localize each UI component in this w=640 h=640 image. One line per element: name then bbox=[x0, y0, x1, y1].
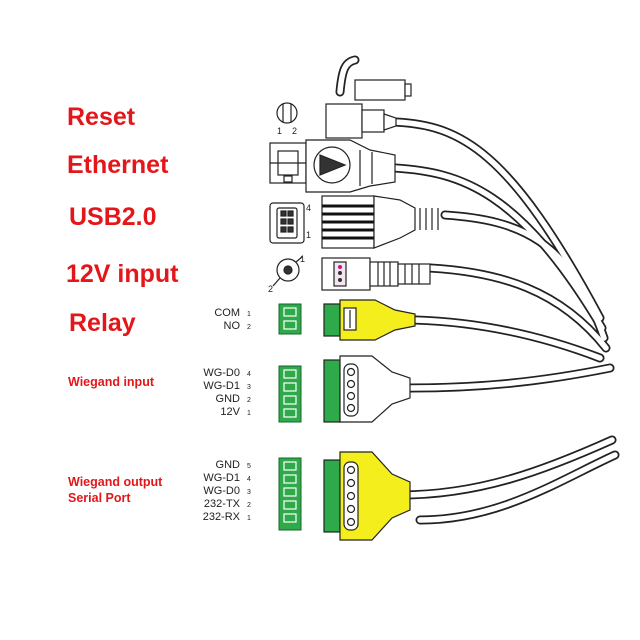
wiegand-out-pin-num: 4 bbox=[247, 476, 251, 483]
power-pin-2: 2 bbox=[268, 284, 274, 294]
wiegand-in-pin-name: 12V bbox=[220, 406, 240, 418]
reset-label: Reset bbox=[67, 103, 136, 131]
wiegand-out-pin-num: 5 bbox=[247, 463, 251, 470]
wiegand-out-yellow-connector-icon bbox=[323, 451, 411, 541]
relay-cable bbox=[410, 315, 605, 363]
power-label: 12V input bbox=[66, 260, 179, 288]
usb-plug-icon bbox=[321, 195, 439, 249]
power-pin-1: 1 bbox=[300, 254, 306, 264]
wiegand-out-pin-num: 1 bbox=[247, 515, 251, 522]
wiegand-in-pin-name: WG-D1 bbox=[203, 380, 240, 392]
wiegand-out-terminal-block-icon bbox=[278, 457, 302, 531]
wiegand-in-pin-num: 3 bbox=[247, 384, 251, 391]
relay-pin-name: COM bbox=[214, 307, 240, 319]
relay-pin-num: 2 bbox=[247, 324, 251, 331]
reset-pin-2: 2 bbox=[292, 126, 298, 136]
dc-jack-icon bbox=[272, 256, 303, 287]
ethernet-label: Ethernet bbox=[67, 151, 169, 179]
wiegand-input-label: Wiegand input bbox=[68, 375, 154, 389]
relay-label: Relay bbox=[69, 309, 136, 337]
wiegand-in-pin-name: GND bbox=[215, 393, 240, 405]
relay-terminal-block-icon bbox=[278, 303, 302, 335]
wiegand-in-connector-icon bbox=[323, 355, 411, 423]
cables bbox=[335, 55, 620, 525]
usb-pin-4: 4 bbox=[306, 203, 312, 213]
wiegand-in-pin-num: 1 bbox=[247, 410, 251, 417]
wiegand-out-pin-name: 232-RX bbox=[202, 511, 240, 523]
rj45-plug-icon bbox=[305, 139, 396, 193]
wiegand-out-pin-name: WG-D0 bbox=[203, 485, 240, 497]
usb-label: USB2.0 bbox=[69, 203, 157, 231]
wiegand-in-terminal-block-icon bbox=[278, 365, 302, 423]
relay-pin-num: 1 bbox=[247, 311, 251, 318]
wiegand-output-label: Wiegand output bbox=[68, 475, 163, 489]
serial-port-label: Serial Port bbox=[68, 491, 131, 505]
wiegand-in-pin-num: 2 bbox=[247, 397, 251, 404]
dc-plug-icon bbox=[321, 257, 431, 291]
ethernet-cable bbox=[390, 163, 607, 333]
reset-button-icon bbox=[276, 102, 298, 124]
wiegand-out-pin-name: WG-D1 bbox=[203, 472, 240, 484]
wiegand-out-pin-num: 3 bbox=[247, 489, 251, 496]
usb-port-icon bbox=[269, 202, 305, 244]
usb-pin-1: 1 bbox=[306, 230, 312, 240]
relay-pin-name: NO bbox=[223, 320, 241, 332]
wiegand-out-pin-name: GND bbox=[215, 459, 240, 471]
reset-pin-1: 1 bbox=[277, 126, 283, 136]
wiegand-in-pin-name: WG-D0 bbox=[203, 367, 240, 379]
ethernet-port-icon bbox=[269, 142, 307, 184]
wiegand-out-pin-num: 2 bbox=[247, 502, 251, 509]
wiegand-in-pin-num: 4 bbox=[247, 371, 251, 378]
relay-yellow-connector-icon bbox=[323, 299, 416, 341]
wiegand-out-pin-name: 232-TX bbox=[203, 498, 240, 510]
reset-plug-icon bbox=[325, 79, 412, 139]
